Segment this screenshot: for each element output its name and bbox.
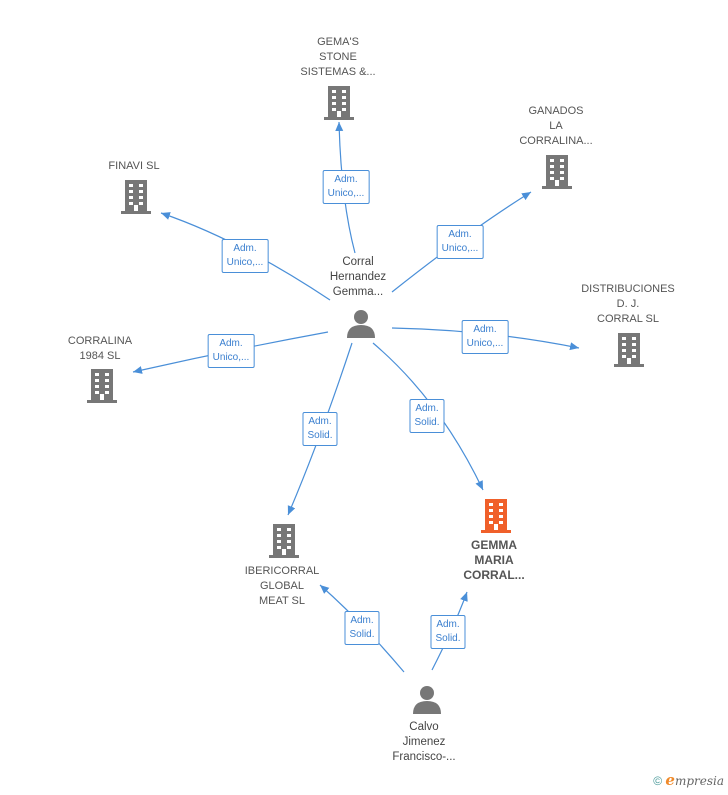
building-icon-ganados[interactable] [541, 153, 573, 189]
company-label-distribuciones[interactable]: DISTRIBUCIONES D. J. CORRAL SL [581, 283, 675, 325]
company-label-corralina[interactable]: CORRALINA 1984 SL [67, 335, 133, 362]
building-icon-distribuciones[interactable] [613, 331, 645, 367]
edge-label-corralina[interactable]: Adm. Unico,... [207, 334, 255, 368]
person-icon-corral[interactable] [346, 308, 376, 338]
building-icon-ibericorral[interactable] [268, 522, 300, 558]
edge-label-calvo-ibericorral[interactable]: Adm. Solid. [344, 611, 380, 645]
edge-label-finavi[interactable]: Adm. Unico,... [221, 239, 269, 273]
edge-label-gemma[interactable]: Adm. Solid. [409, 399, 445, 433]
person-label-calvo[interactable]: Calvo Jimenez Francisco-... [392, 721, 456, 763]
brand-logo: empresia [665, 771, 724, 789]
person-icon-calvo[interactable] [412, 684, 442, 714]
edge-label-ganados[interactable]: Adm. Unico,... [436, 225, 484, 259]
company-label-finavi[interactable]: FINAVI SL [108, 160, 160, 172]
copyright-icon: © [653, 774, 663, 788]
building-icon-gemma-highlight[interactable] [480, 497, 512, 533]
company-label-gemma[interactable]: GEMMA MARIA CORRAL... [463, 538, 525, 582]
building-icon-corralina[interactable] [86, 367, 118, 403]
edge-label-distribuciones[interactable]: Adm. Unico,... [461, 320, 509, 354]
company-label-ganados[interactable]: GANADOS LA CORRALINA... [519, 105, 593, 147]
edge-label-gemas[interactable]: Adm. Unico,... [322, 170, 370, 204]
person-label-corral[interactable]: Corral Hernandez Gemma... [329, 256, 387, 298]
company-label-ibericorral[interactable]: IBERICORRAL GLOBAL MEAT SL [244, 565, 320, 607]
company-label-gemas[interactable]: GEMA'S STONE SISTEMAS &... [300, 36, 376, 78]
edge-label-calvo-gemma[interactable]: Adm. Solid. [430, 615, 466, 649]
building-icon-gemas[interactable] [323, 84, 355, 120]
edge-label-ibericorral[interactable]: Adm. Solid. [302, 412, 338, 446]
brand-footer[interactable]: © empresia [653, 771, 724, 789]
building-icon-finavi[interactable] [120, 178, 152, 214]
